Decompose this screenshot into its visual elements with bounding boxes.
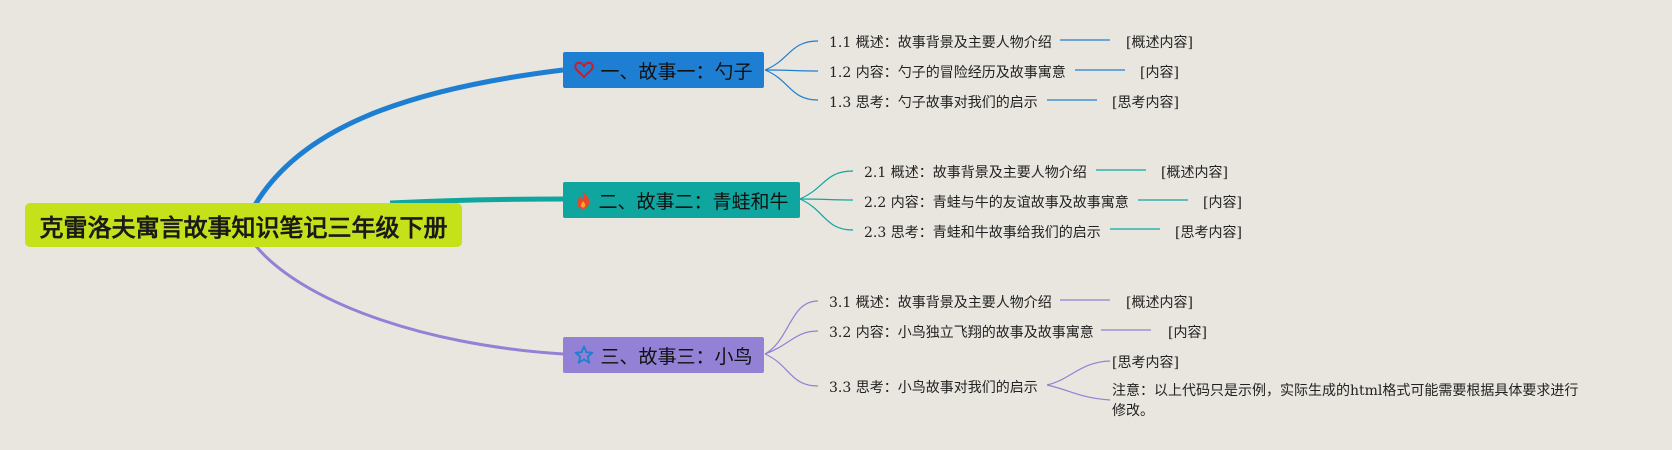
heart-icon [574,61,595,79]
leaf-2-3-detail[interactable]: [思考内容] [1175,225,1242,241]
branch-label: 三、故事三：小鸟 [600,345,753,368]
leaf-3-3[interactable]: 3.3 思考：小鸟故事对我们的启示 [829,380,1038,396]
connector-root-branch-2 [389,196,564,206]
leaf-1-3-detail[interactable]: [思考内容] [1112,95,1179,111]
leaf-3-1[interactable]: 3.1 概述：故事背景及主要人物介绍 [829,295,1052,311]
root-topic-title: 克雷洛夫寓言故事知识笔记三年级下册 [39,212,448,242]
leaf-2-2-detail[interactable]: [内容] [1203,195,1242,211]
leaf-1-2[interactable]: 1.2 内容：勺子的冒险经历及故事寓意 [829,65,1066,81]
leaf-2-1[interactable]: 2.1 概述：故事背景及主要人物介绍 [864,165,1087,181]
leaf-3-2-detail[interactable]: [内容] [1168,325,1207,341]
branch-label: 二、故事二：青蛙和牛 [598,190,789,213]
branch-label: 一、故事一：勺子 [600,60,753,83]
leaf-2-3[interactable]: 2.3 思考：青蛙和牛故事给我们的启示 [864,225,1101,241]
leaf-2-1-detail[interactable]: [概述内容] [1161,165,1228,181]
fire-icon [574,190,592,210]
star-icon [574,345,594,365]
leaf-3-3-note[interactable]: 注意：以上代码只是示例，实际生成的html格式可能需要根据具体要求进行修改。 [1112,383,1579,419]
leaf-1-2-detail[interactable]: [内容] [1140,65,1179,81]
leaf-1-1[interactable]: 1.1 概述：故事背景及主要人物介绍 [829,35,1052,51]
leaf-1-3[interactable]: 1.3 思考：勺子故事对我们的启示 [829,95,1038,111]
leaf-3-1-detail[interactable]: [概述内容] [1126,295,1193,311]
branch-story-1[interactable]: 一、故事一：勺子 [563,52,764,88]
connector-root-branch-1 [252,67,564,207]
connector-root-branch-3 [253,244,564,356]
leaf-3-3-detail[interactable]: [思考内容] [1112,355,1179,371]
root-topic[interactable]: 克雷洛夫寓言故事知识笔记三年级下册 [25,203,462,247]
leaf-3-2[interactable]: 3.2 内容：小鸟独立飞翔的故事及故事寓意 [829,325,1094,341]
branch-story-2[interactable]: 二、故事二：青蛙和牛 [563,182,800,218]
branch-story-3[interactable]: 三、故事三：小鸟 [563,337,764,373]
leaf-1-1-detail[interactable]: [概述内容] [1126,35,1193,51]
leaf-2-2[interactable]: 2.2 内容：青蛙与牛的友谊故事及故事寓意 [864,195,1129,211]
